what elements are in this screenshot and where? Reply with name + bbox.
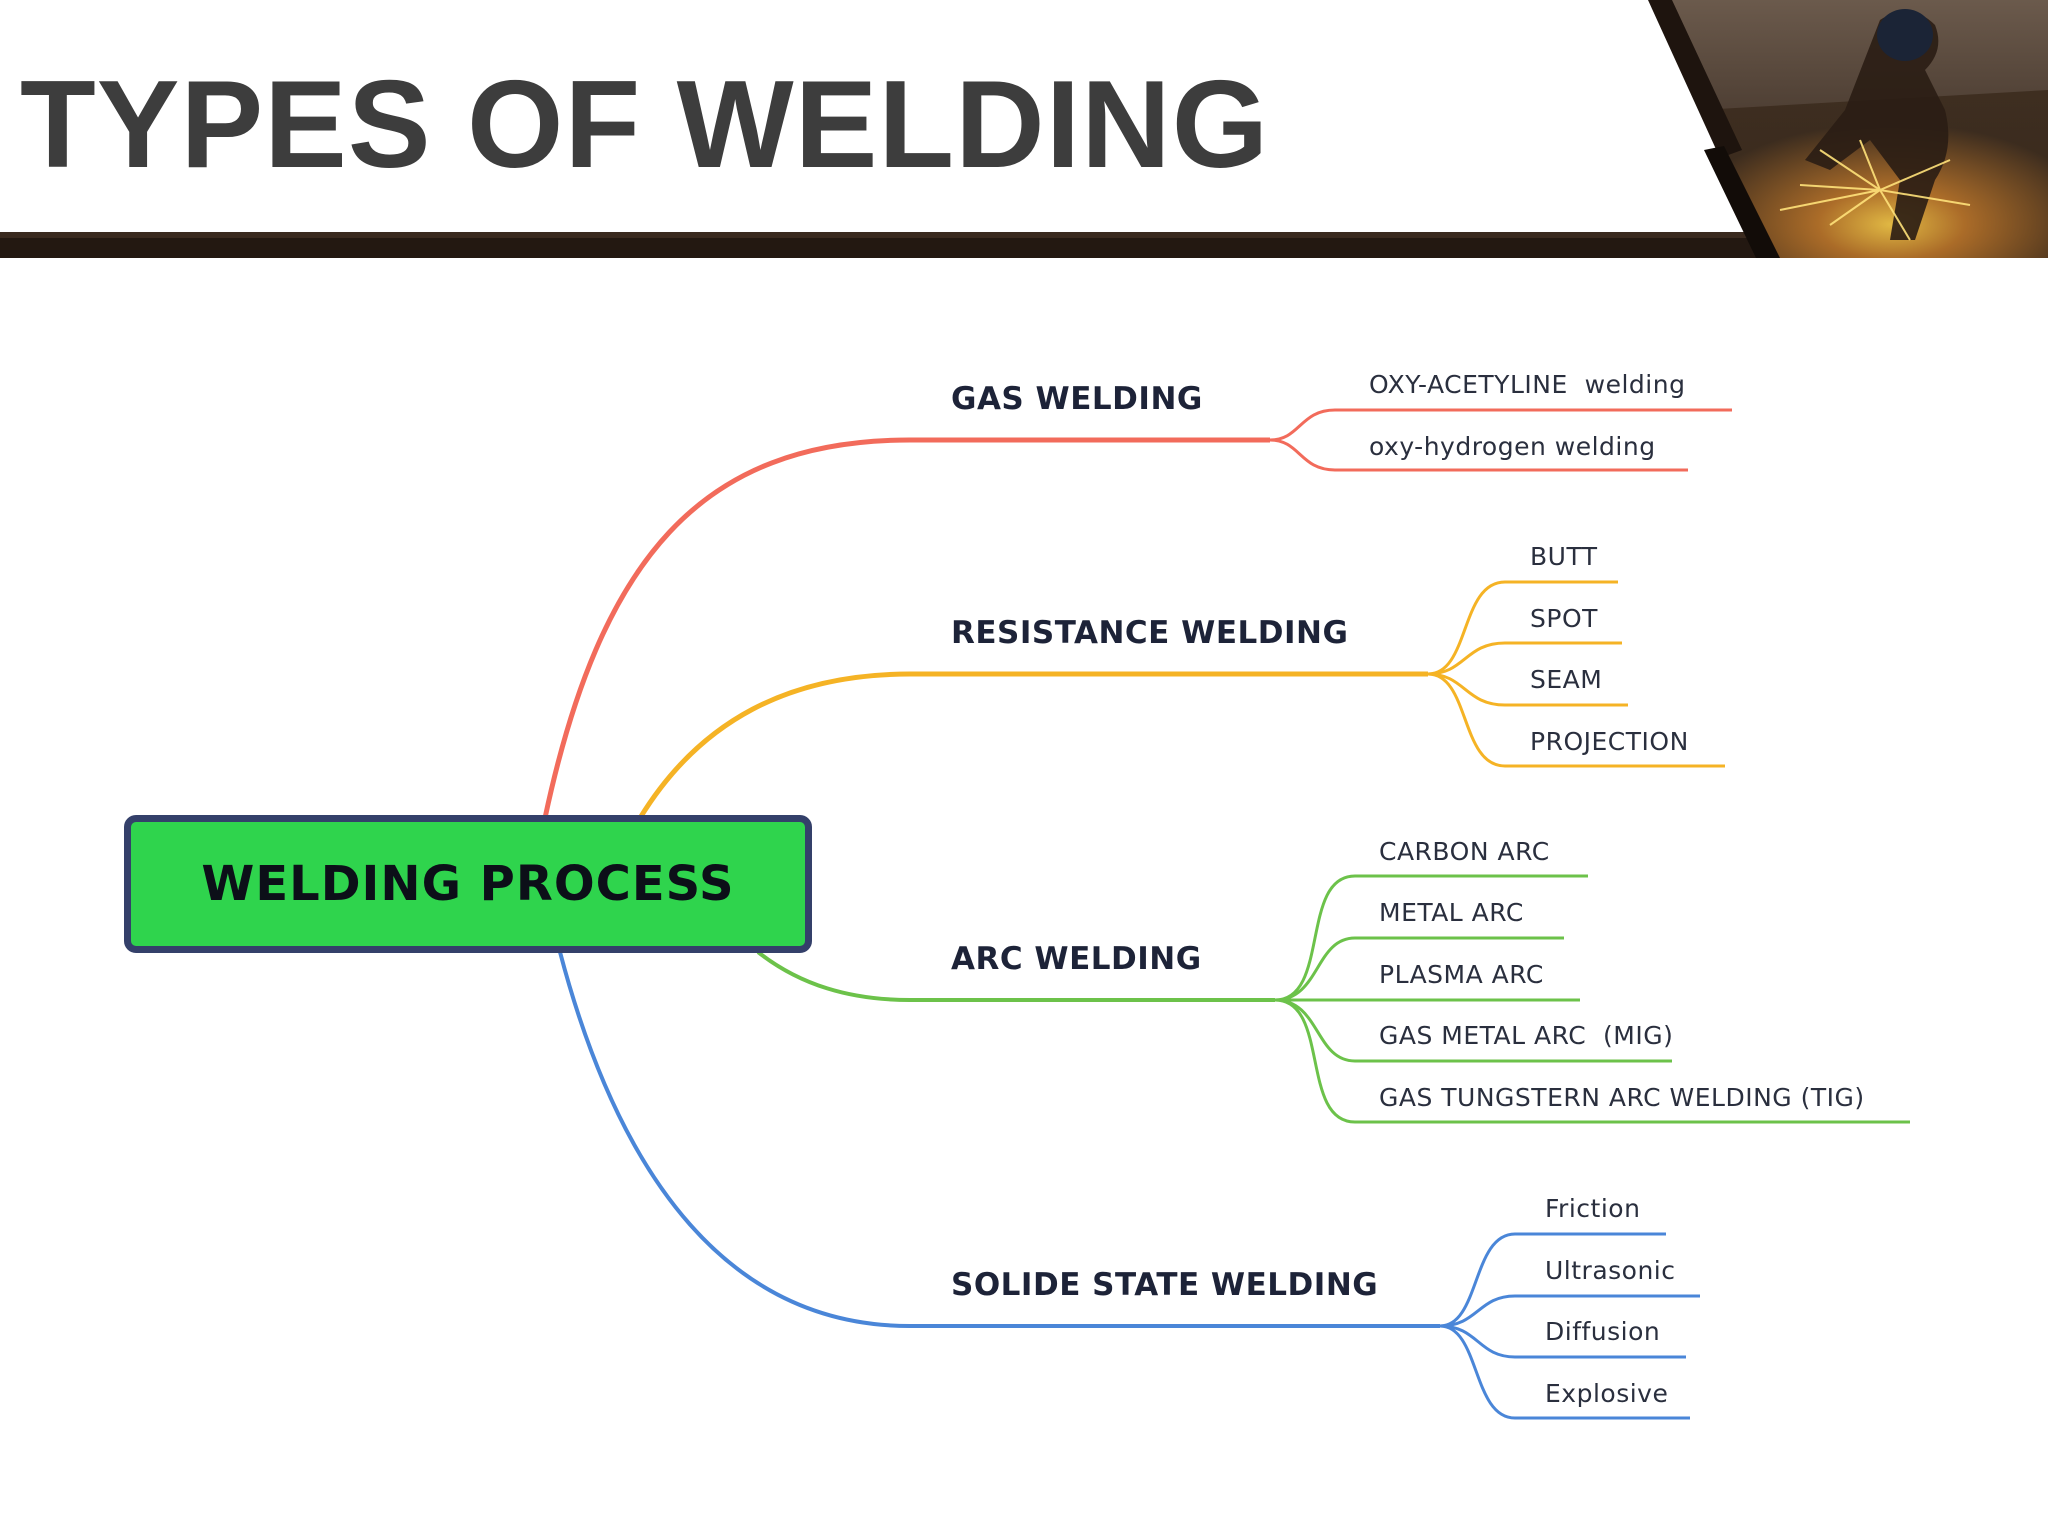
leaf-diffusion: Diffusion	[1545, 1317, 1660, 1346]
header-band	[0, 0, 2048, 258]
connector-solid-state-welding	[558, 951, 1440, 1328]
slide-title: TYPES OF WELDING	[20, 56, 1270, 194]
branch-label-solid-state-welding: SOLIDE STATE WELDING	[951, 1267, 1378, 1303]
branch-label-arc-welding: ARC WELDING	[951, 941, 1202, 977]
welder-sparks-photo	[1648, 0, 2048, 258]
leaf-gas-tungstern-arc-welding-tig: GAS TUNGSTERN ARC WELDING (TIG)	[1379, 1083, 1865, 1112]
leaf-oxy-hydrogen-welding: oxy-hydrogen welding	[1369, 432, 1656, 461]
connector-arc-welding	[756, 950, 1275, 1002]
leaf-metal-arc: METAL ARC	[1379, 898, 1524, 927]
leaf-butt: BUTT	[1530, 542, 1598, 571]
leaf-spot: SPOT	[1530, 604, 1598, 633]
solid-state-welding-leaf-lines	[1439, 1232, 1700, 1420]
leaf-plasma-arc: PLASMA ARC	[1379, 960, 1544, 989]
leaf-seam: SEAM	[1530, 665, 1602, 694]
resistance-welding-leaf-lines	[1427, 580, 1725, 768]
leaf-gas-metal-arc-mig: GAS METAL ARC (MIG)	[1379, 1021, 1673, 1050]
leaf-oxy-acetyline-welding: OXY-ACETYLINE welding	[1369, 370, 1685, 399]
leaf-carbon-arc: CARBON ARC	[1379, 837, 1550, 866]
leaf-friction: Friction	[1545, 1194, 1640, 1223]
header-divider-bar	[0, 238, 1768, 258]
root-node-label: WELDING PROCESS	[201, 856, 735, 912]
leaf-projection: PROJECTION	[1530, 727, 1689, 756]
arc-welding-leaf-lines	[1274, 874, 1910, 1124]
branch-label-resistance-welding: RESISTANCE WELDING	[951, 615, 1348, 651]
leaf-explosive: Explosive	[1545, 1379, 1668, 1408]
leaf-ultrasonic: Ultrasonic	[1545, 1256, 1676, 1285]
root-node-welding-process: WELDING PROCESS	[124, 815, 812, 953]
connector-gas-welding	[542, 437, 1270, 819]
gas-welding-leaf-lines	[1269, 408, 1732, 472]
branch-label-gas-welding: GAS WELDING	[951, 381, 1203, 417]
connector-resistance-welding	[637, 671, 1428, 820]
